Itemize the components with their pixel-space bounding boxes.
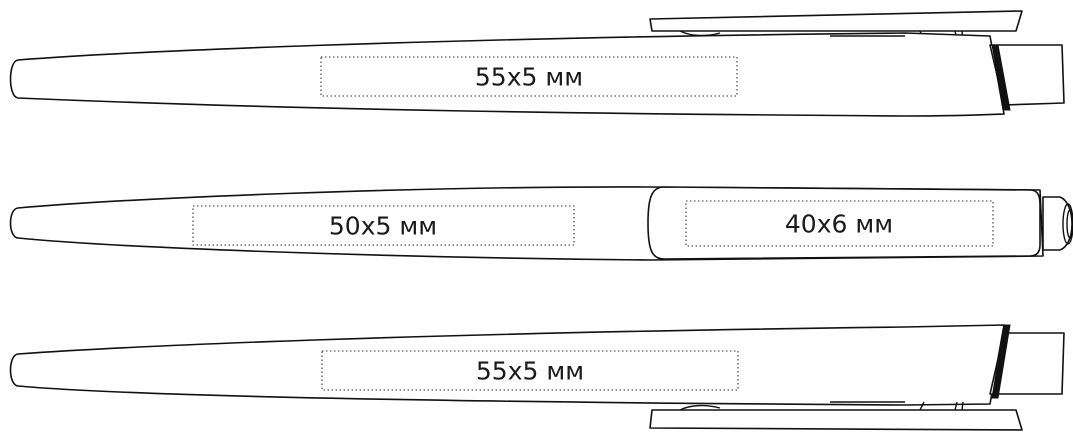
print-area-label: 55x5 мм <box>475 63 583 92</box>
pen-barrel <box>9 324 1005 406</box>
clip-panel <box>647 186 1041 260</box>
pen-clip <box>649 409 1023 431</box>
print-area <box>192 205 575 246</box>
clip-print-area-label: 40x6 мм <box>785 210 893 239</box>
print-area <box>321 350 739 391</box>
button-edge <box>991 44 1011 111</box>
pen-side-view: 50x5 мм 40x6 мм <box>9 186 1073 261</box>
push-button <box>989 332 1065 395</box>
print-area-label: 50x5 мм <box>329 212 437 241</box>
button-ring-inner <box>1066 209 1073 239</box>
clip-hinge <box>679 404 721 411</box>
pen-front-view: 55x5 мм <box>9 10 1065 117</box>
clip-joint <box>919 401 964 411</box>
button-ring <box>1062 203 1073 245</box>
pen-clip <box>649 10 1023 32</box>
button-edge <box>991 324 1011 399</box>
pen-back-view: 55x5 мм <box>9 324 1065 431</box>
print-area <box>320 56 738 97</box>
clip-print-area <box>685 200 994 247</box>
pen-barrel <box>9 32 1005 117</box>
print-area-label: 55x5 мм <box>476 357 584 386</box>
